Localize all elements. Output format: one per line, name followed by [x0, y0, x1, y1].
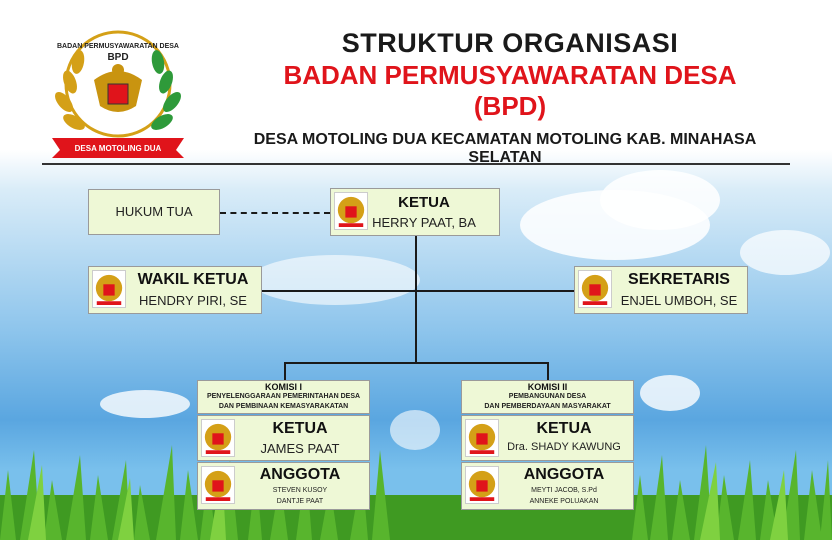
- komisi2-anggota2: ANNEKE POLUAKAN: [529, 498, 599, 505]
- logo-text-top: BADAN PERMUSYAWARATAN DESA: [57, 43, 179, 50]
- logo-ribbon: DESA MOTOLING DUA: [75, 144, 162, 153]
- garuda-emblem-icon: [201, 466, 235, 504]
- ketua-title: KETUA: [398, 194, 450, 211]
- komisi1-desc2: DAN PEMBINAAN KEMASYARAKATAN: [218, 403, 349, 410]
- komisi2-ketua-box: KETUA Dra. SHADY KAWUNG: [461, 415, 634, 461]
- komisi1-anggota-box: ANGGOTA STEVEN KUSOY DANTJE PAAT: [197, 462, 370, 510]
- cloud: [600, 170, 720, 230]
- komisi1-anggota2: DANTJE PAAT: [276, 498, 324, 505]
- garuda-emblem-icon: [92, 270, 126, 308]
- location-text: DESA MOTOLING DUA KECAMATAN MOTOLING KAB…: [253, 131, 757, 166]
- komisi1-ketua-name: JAMES PAAT: [260, 441, 340, 456]
- komisi2-anggota-box: ANGGOTA MEYTI JACOB, S.Pd ANNEKE POLUAKA…: [461, 462, 634, 510]
- bpd-logo: BADAN PERMUSYAWARATAN DESA BPD DESA MOTO…: [52, 30, 184, 158]
- komisi2-anggota1: MEYTI JACOB, S.Pd: [531, 487, 597, 494]
- komisi1-ketua-title: KETUA: [272, 420, 328, 437]
- hukum-tua-box: HUKUM TUA: [88, 189, 220, 235]
- wakil-ketua-title: WAKIL KETUA: [137, 271, 249, 288]
- dashed-connector: [220, 212, 330, 214]
- komisi2-ketua-name: Dra. SHADY KAWUNG: [507, 441, 621, 453]
- komisi2-title: KOMISI II: [527, 382, 568, 392]
- komisi1-anggota-title: ANGGOTA: [259, 466, 341, 483]
- sekretaris-title: SEKRETARIS: [628, 271, 730, 288]
- connector-horizontal-mid: [262, 290, 574, 292]
- garuda-emblem-icon: [465, 466, 499, 504]
- ketua-box: KETUA HERRY PAAT, BA: [330, 188, 500, 236]
- komisi2-ketua-title: KETUA: [536, 420, 592, 437]
- ketua-name: HERRY PAAT, BA: [372, 215, 476, 230]
- page-abbr: (BPD): [473, 91, 547, 121]
- page-subtitle: BADAN PERMUSYAWARATAN DESA: [283, 60, 737, 90]
- komisi1-header: KOMISI I PENYELENGGARAAN PEMERINTAHAN DE…: [197, 380, 370, 414]
- connector-horizontal-komisi: [284, 362, 548, 364]
- cloud: [740, 230, 830, 275]
- connector-komisi1: [284, 362, 286, 380]
- komisi2-anggota-title: ANGGOTA: [523, 466, 605, 483]
- cloud: [100, 390, 190, 418]
- connector-komisi2: [547, 362, 549, 380]
- komisi1-ketua-box: KETUA JAMES PAAT: [197, 415, 370, 461]
- komisi2-desc2: DAN PEMBERDAYAAN MASYARAKAT: [484, 403, 611, 410]
- komisi1-title: KOMISI I: [264, 382, 302, 392]
- wakil-ketua-box: WAKIL KETUA HENDRY PIRI, SE: [88, 266, 262, 314]
- connector-vertical-main: [415, 235, 417, 363]
- sekretaris-name: ENJEL UMBOH, SE: [620, 293, 738, 308]
- komisi1-anggota1: STEVEN KUSOY: [272, 487, 328, 494]
- grass-decoration: [0, 445, 832, 540]
- hukum-tua-label: HUKUM TUA: [115, 204, 193, 219]
- header-divider: [42, 163, 790, 165]
- garuda-emblem-icon: [578, 270, 612, 308]
- garuda-emblem-icon: [465, 419, 499, 457]
- cloud: [640, 375, 700, 411]
- komisi2-desc1: PEMBANGUNAN DESA: [508, 393, 587, 400]
- komisi1-desc1: PENYELENGGARAAN PEMERINTAHAN DESA: [206, 393, 361, 400]
- komisi2-header: KOMISI II PEMBANGUNAN DESA DAN PEMBERDAY…: [461, 380, 634, 414]
- sekretaris-box: SEKRETARIS ENJEL UMBOH, SE: [574, 266, 748, 314]
- garuda-emblem-icon: [334, 192, 368, 230]
- garuda-emblem-icon: [201, 419, 235, 457]
- logo-abbr: BPD: [107, 52, 128, 63]
- wakil-ketua-name: HENDRY PIRI, SE: [139, 293, 247, 308]
- page-title: STRUKTUR ORGANISASI: [341, 28, 679, 58]
- cloud: [250, 255, 420, 305]
- cloud: [390, 410, 440, 450]
